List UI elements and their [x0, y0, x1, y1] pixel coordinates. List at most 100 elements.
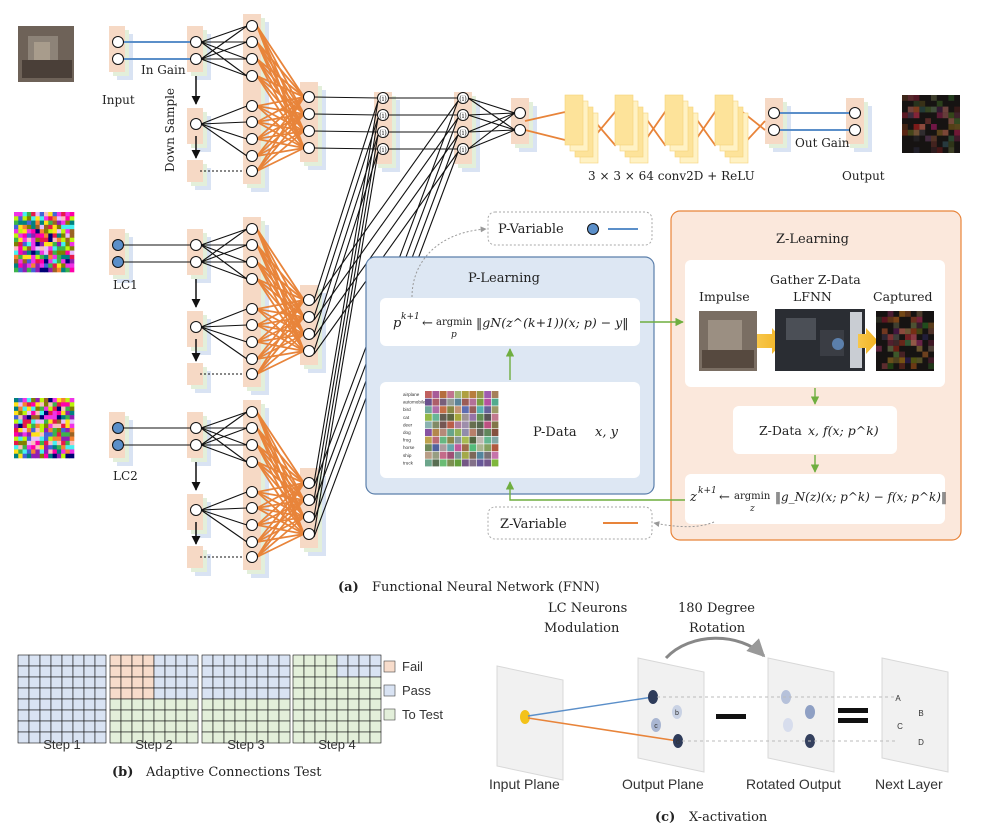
image-pixel [936, 100, 943, 107]
image-pixel [887, 334, 894, 340]
connection-line [256, 350, 305, 375]
cifar-thumb [454, 406, 462, 414]
image-pixel [948, 95, 955, 101]
lc1-ds2-layer1 [187, 363, 203, 385]
pattern-pixel [31, 410, 36, 416]
pattern-pixel [26, 242, 32, 247]
pattern-pixel [52, 436, 58, 442]
pattern-pixel [69, 406, 75, 412]
image-pixel [916, 357, 923, 364]
connection-line [313, 134, 379, 335]
caption-a-letter: (a) [338, 580, 359, 595]
next-layer-letter: D [918, 738, 924, 747]
pattern-pixel [61, 224, 66, 230]
grid-cell [164, 665, 177, 678]
grid-cell [267, 720, 280, 733]
image-pixel [876, 316, 882, 323]
pattern-pixel [52, 449, 58, 455]
pattern-pixel [52, 237, 58, 243]
connection-line [200, 326, 248, 343]
grid-cell [223, 698, 236, 711]
connection-line [200, 25, 248, 60]
image-pixel [913, 147, 920, 153]
image-pixel [913, 100, 920, 107]
grid-cell [336, 698, 349, 711]
equals-icon-top [838, 708, 868, 713]
pattern-pixel [48, 246, 53, 251]
z-formula-sup: k+1 [698, 486, 717, 496]
pattern-pixel [48, 445, 53, 450]
pattern-pixel [39, 432, 45, 437]
grid-cell [28, 654, 41, 667]
grid-cell [164, 698, 177, 711]
equals-icon-bottom [838, 718, 868, 723]
connection-line [256, 299, 305, 310]
pattern-pixel [31, 229, 36, 234]
class-label: bird [403, 407, 411, 412]
pattern-pixel [31, 267, 36, 273]
grid-cell [50, 654, 63, 667]
pattern-pixel [26, 423, 32, 429]
grid-cell [267, 676, 280, 689]
lc2-pattern-image [14, 398, 75, 459]
captured-arrow-icon [858, 328, 878, 354]
lc-hidden-neuron [246, 551, 258, 563]
pattern-pixel [61, 440, 66, 446]
image-pixel [907, 112, 914, 119]
lc2-ds2-layer1 [187, 546, 203, 568]
input-stack-layer1 [109, 26, 125, 72]
grid-cell [212, 687, 225, 700]
output-neuron [849, 124, 861, 136]
grid-cell [369, 720, 382, 733]
legend-label: Pass [402, 683, 431, 698]
xact-title-left-2: Modulation [544, 621, 620, 636]
pattern-pixel [56, 402, 62, 407]
pattern-pixel [65, 419, 71, 425]
pattern-pixel [31, 233, 36, 239]
pattern-pixel [48, 212, 53, 217]
connection-line [467, 112, 516, 116]
output-plane [637, 657, 705, 773]
hidden-neuron [303, 142, 315, 154]
image-pixel [899, 340, 905, 346]
p-data-label: P-Data [533, 425, 577, 440]
pattern-pixel [26, 229, 32, 234]
image-pixel [910, 363, 917, 369]
cifar-thumb [447, 398, 454, 406]
grid-cell [314, 687, 327, 700]
pattern-pixel [35, 259, 41, 264]
pattern-pixel [52, 254, 58, 260]
grid-cell [142, 720, 155, 733]
lc-hidden-neuron [246, 439, 258, 451]
grid-cell [303, 698, 316, 711]
pattern-pixel [44, 415, 49, 420]
pattern-pixel [35, 419, 41, 425]
pattern-pixel [14, 402, 19, 407]
class-label: automobile [403, 400, 426, 405]
pattern-pixel [61, 259, 66, 264]
grid-cell [212, 676, 225, 689]
pattern-pixel [48, 237, 53, 243]
pattern-pixel [18, 246, 23, 251]
class-label: dog [403, 430, 411, 435]
next-layer-letter: C [897, 722, 903, 731]
pattern-pixel [61, 419, 66, 425]
ds2-stack-layer1 [187, 160, 203, 182]
connection-line [256, 113, 305, 172]
cifar-thumb [439, 436, 447, 444]
p-data-vars: x, y [595, 425, 619, 440]
pattern-pixel [18, 233, 23, 239]
grid-cell [83, 709, 96, 722]
connection-line [256, 96, 305, 140]
pattern-pixel [48, 402, 53, 407]
pattern-pixel [61, 220, 66, 226]
grid-cell [292, 720, 305, 733]
cifar-thumb [425, 421, 432, 429]
cifar-thumb [476, 451, 484, 459]
grid-cell [303, 665, 316, 678]
pattern-pixel [14, 259, 19, 264]
gain-neuron [190, 53, 202, 65]
pattern-pixel [31, 216, 36, 221]
